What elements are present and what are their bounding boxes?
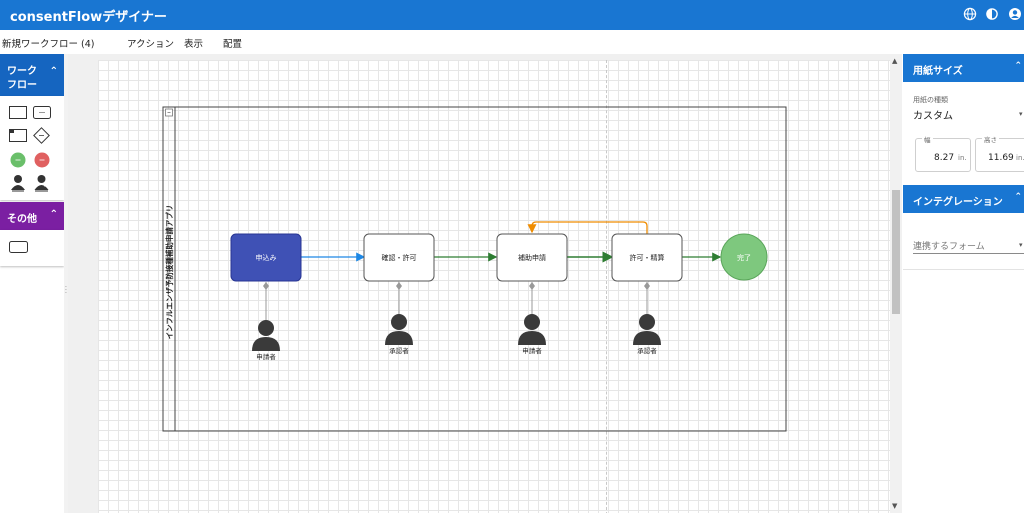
pool-label: インフルエンザ予防接種補助申請アプリ [164, 205, 174, 340]
splitter-handle-icon[interactable]: ··· [65, 284, 67, 297]
group-actor-shape-icon[interactable] [33, 174, 50, 192]
node-complete-label: 完了 [737, 253, 751, 262]
palette-workflow-header[interactable]: ワーク フロー ⌃ [0, 54, 64, 96]
palette-workflow-title-2: フロー [7, 80, 37, 91]
menu-view[interactable]: 表示 [184, 39, 204, 50]
node-confirm-label: 確認・許可 [382, 253, 417, 262]
palette-splitter[interactable] [64, 54, 68, 513]
node-approve-label: 許可・精算 [630, 253, 665, 262]
scrollbar-thumb[interactable] [892, 190, 900, 314]
actor-3-icon[interactable] [518, 314, 546, 345]
page-break-line [606, 60, 607, 513]
paper-width-value: 8.27 [934, 153, 955, 163]
panel-divider [903, 269, 1024, 270]
paper-width-label: 幅 [922, 134, 933, 144]
end-event-shape-icon[interactable] [34, 152, 50, 168]
integration-header[interactable]: インテグレーション ⌃ [903, 185, 1024, 213]
paper-type-select[interactable]: カスタム [913, 111, 953, 122]
palette-workflow-shapes [0, 96, 64, 200]
paper-height-field[interactable]: 高さ 11.69 in. [975, 134, 1024, 172]
workflow-diagram: インフルエンザ予防接種補助申請アプリ 申込み 確認・許可 補助申請 [162, 106, 787, 432]
theme-toggle-icon[interactable] [985, 7, 999, 21]
pool[interactable] [162, 106, 787, 432]
node-subsidy-label: 補助申請 [518, 253, 546, 262]
linked-form-select[interactable]: 連携するフォーム [913, 242, 985, 252]
linked-form-underline [913, 253, 1024, 254]
dropdown-arrow-icon[interactable]: ▾ [1019, 241, 1023, 249]
paper-height-unit: in. [1016, 154, 1024, 162]
subprocess-shape-icon[interactable] [33, 106, 51, 119]
node-apply[interactable] [230, 233, 302, 282]
paper-type-label: 用紙の種類 [913, 96, 948, 104]
node-apply-label: 申込み [256, 253, 277, 262]
actor-2-label: 承認者 [389, 346, 409, 355]
globe-icon[interactable] [963, 7, 977, 21]
chevron-up-icon: ⌃ [49, 66, 58, 77]
menu-arrange[interactable]: 配置 [223, 39, 243, 50]
shape-palette: ワーク フロー ⌃ その他 ⌃ [0, 54, 64, 513]
diagram-canvas[interactable]: インフルエンザ予防接種補助申請アプリ 申込み 確認・許可 補助申請 [68, 54, 890, 513]
actor-1-icon[interactable] [252, 320, 280, 351]
paper-height-value: 11.69 [988, 153, 1014, 163]
properties-panel: 用紙サイズ ⌃ 用紙の種類 カスタム ▾ 幅 8.27 in. 高さ 11.69… [903, 54, 1024, 513]
palette-workflow-title-1: ワーク [7, 66, 37, 77]
start-event-shape-icon[interactable] [10, 152, 26, 168]
dropdown-arrow-icon[interactable]: ▾ [1019, 110, 1023, 118]
chevron-up-icon: ⌃ [49, 209, 58, 220]
flow-approve-return-to-subsidy[interactable] [527, 221, 648, 234]
actor-3-label: 申請者 [522, 346, 542, 355]
node-subsidy[interactable] [496, 233, 568, 282]
menu-bar: 新規ワークフロー (4) アクション 表示 配置 [0, 30, 1024, 54]
node-complete[interactable] [720, 233, 768, 281]
node-approve[interactable] [611, 233, 683, 282]
app-bar: consentFlowデザイナー [0, 0, 1024, 30]
paper-height-label: 高さ [982, 134, 999, 144]
paper-width-field[interactable]: 幅 8.27 in. [915, 134, 971, 172]
palette-other-shapes [0, 230, 64, 266]
scroll-down-icon[interactable]: ▼ [892, 502, 898, 510]
paper-size-title: 用紙サイズ [913, 66, 963, 77]
palette-other-header[interactable]: その他 ⌃ [0, 202, 64, 230]
node-confirm[interactable] [363, 233, 435, 282]
text-box-shape-icon[interactable] [9, 241, 28, 253]
gateway-shape-icon[interactable] [33, 127, 50, 144]
actor-4-label: 承認者 [637, 346, 657, 355]
task-shape-icon[interactable] [9, 106, 27, 119]
actor-1-label: 申請者 [256, 352, 276, 361]
workflow-name[interactable]: 新規ワークフロー (4) [2, 39, 95, 50]
form-task-shape-icon[interactable] [9, 129, 27, 142]
account-icon[interactable] [1008, 7, 1022, 21]
paper-size-header[interactable]: 用紙サイズ ⌃ [903, 54, 1024, 82]
integration-title: インテグレーション [913, 197, 1003, 208]
actor-2-icon[interactable] [385, 314, 413, 345]
chevron-up-icon: ⌃ [1014, 61, 1022, 71]
actor-4-icon[interactable] [633, 314, 661, 345]
palette-other-title: その他 [7, 214, 37, 225]
chevron-up-icon: ⌃ [1014, 192, 1022, 202]
canvas-vertical-scrollbar[interactable]: ▲ ▼ [890, 54, 902, 513]
app-title: consentFlowデザイナー [10, 10, 167, 25]
user-actor-shape-icon[interactable] [10, 174, 26, 192]
canvas-page[interactable]: インフルエンザ予防接種補助申請アプリ 申込み 確認・許可 補助申請 [98, 60, 890, 513]
scroll-up-icon[interactable]: ▲ [892, 57, 898, 65]
paper-width-unit: in. [958, 154, 967, 162]
menu-action[interactable]: アクション [127, 39, 175, 50]
